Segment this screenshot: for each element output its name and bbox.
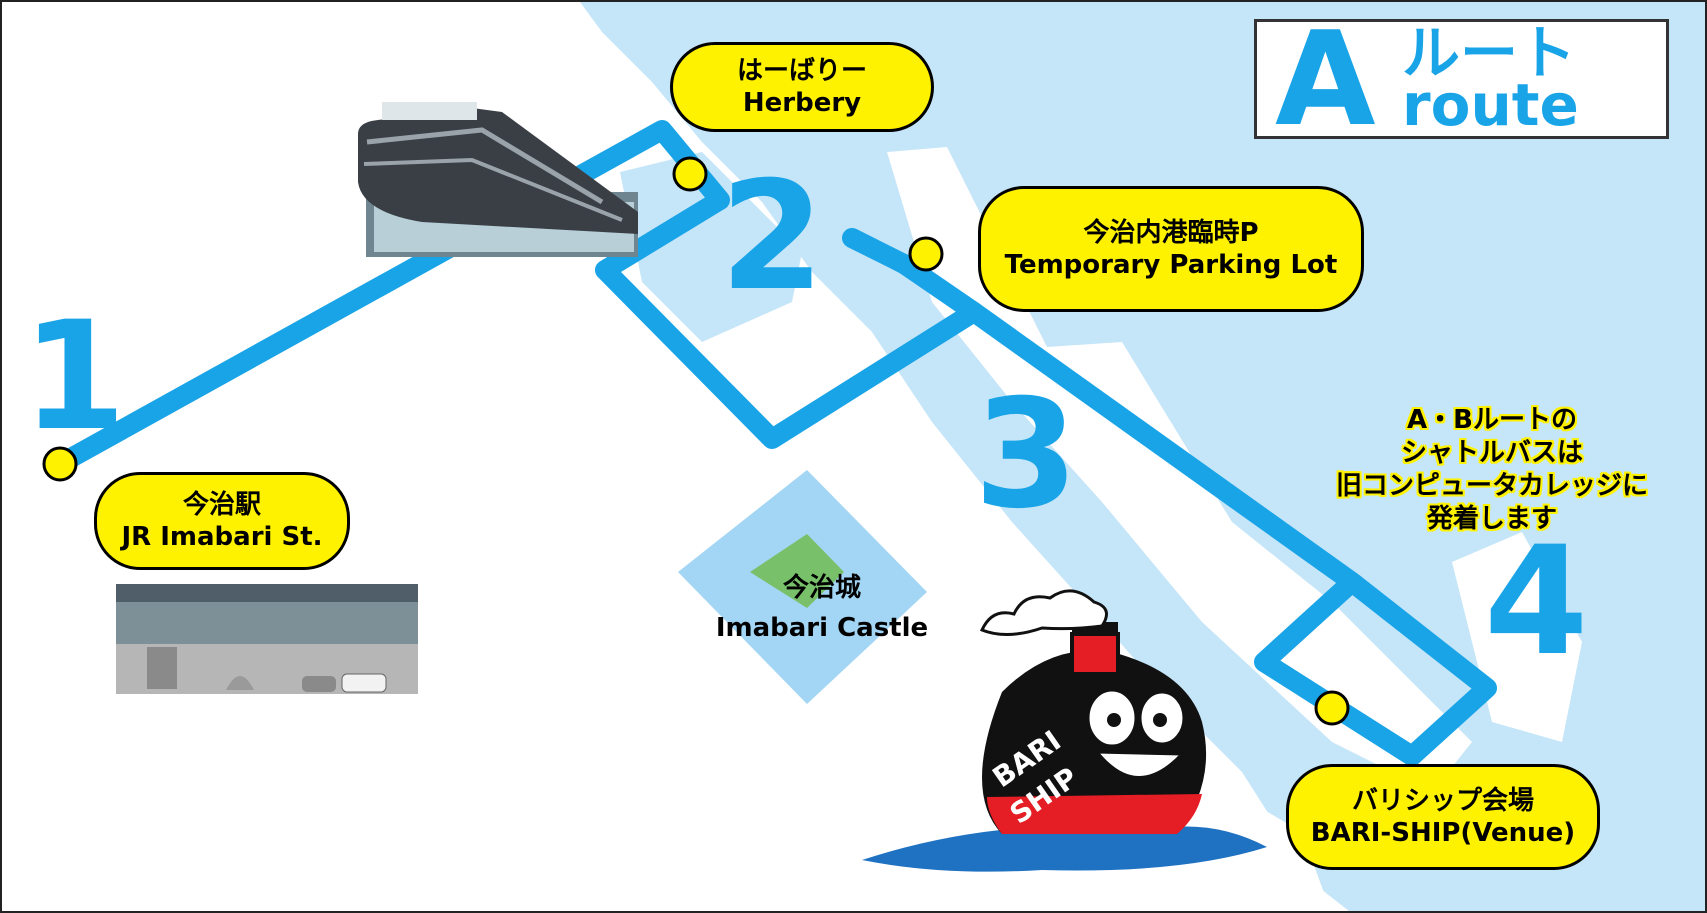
shuttle-notice: A・Bルートの シャトルバスは 旧コンピュータカレッジに 発着します [1292, 404, 1692, 536]
shuttle-route [50, 120, 1497, 766]
castle-name-jp: 今治城 [782, 573, 861, 603]
notice-line: A・Bルートの [1407, 405, 1577, 435]
stop-label-temporary-parking[interactable]: 今治内港臨時P Temporary Parking Lot [978, 186, 1364, 312]
route-segment [842, 228, 914, 274]
stop-label-herbery[interactable]: はーばりー Herbery [670, 42, 934, 132]
notice-line: 発着します [1426, 504, 1557, 534]
stop-marker-2[interactable] [672, 156, 708, 192]
stop-number-4: 4 [1484, 515, 1589, 689]
castle-label: 今治城 Imabari Castle [702, 568, 942, 648]
station-photo [116, 584, 418, 694]
stop-label-bari-ship-venue[interactable]: バリシップ会場 BARI-SHIP(Venue) [1286, 764, 1600, 870]
herbery-photo [358, 102, 638, 257]
route-segment [964, 302, 1497, 766]
mascot-wave [862, 825, 1267, 872]
stop-marker-4[interactable] [1314, 690, 1350, 726]
stop-name-en: JR Imabari St. [121, 522, 323, 552]
stop-name-en: BARI-SHIP(Venue) [1310, 818, 1576, 848]
stop-marker-1[interactable] [42, 446, 78, 482]
stop-name-jp: 今治駅 [182, 489, 261, 520]
stop-number-3: 3 [974, 368, 1079, 542]
stop-label-jr-imabari[interactable]: 今治駅 JR Imabari St. [94, 472, 350, 570]
castle-name-en: Imabari Castle [715, 613, 929, 643]
stop-name-en: Temporary Parking Lot [1004, 250, 1338, 280]
castle-grounds [750, 534, 844, 608]
route-title-en: route [1402, 71, 1579, 139]
stop-number-1: 1 [22, 290, 127, 464]
notice-line: シャトルバスは [1400, 438, 1583, 468]
stop-name-en: Herbery [742, 88, 862, 118]
stop-name-jp: バリシップ会場 [1351, 785, 1534, 816]
route-title-jp: ルート [1402, 19, 1577, 87]
stop-number-2: 2 [720, 150, 825, 324]
stop-marker-3[interactable] [908, 236, 944, 272]
bari-ship-mascot [862, 589, 1267, 872]
stop-name-jp: はーばりー [736, 55, 867, 86]
inner-harbor [620, 152, 802, 342]
stop-name-jp: 今治内港臨時P [1083, 217, 1259, 248]
route-letter: A [1275, 3, 1376, 155]
notice-line: 旧コンピュータカレッジに [1335, 471, 1648, 501]
route-badge: A ルート route [1254, 14, 1669, 144]
